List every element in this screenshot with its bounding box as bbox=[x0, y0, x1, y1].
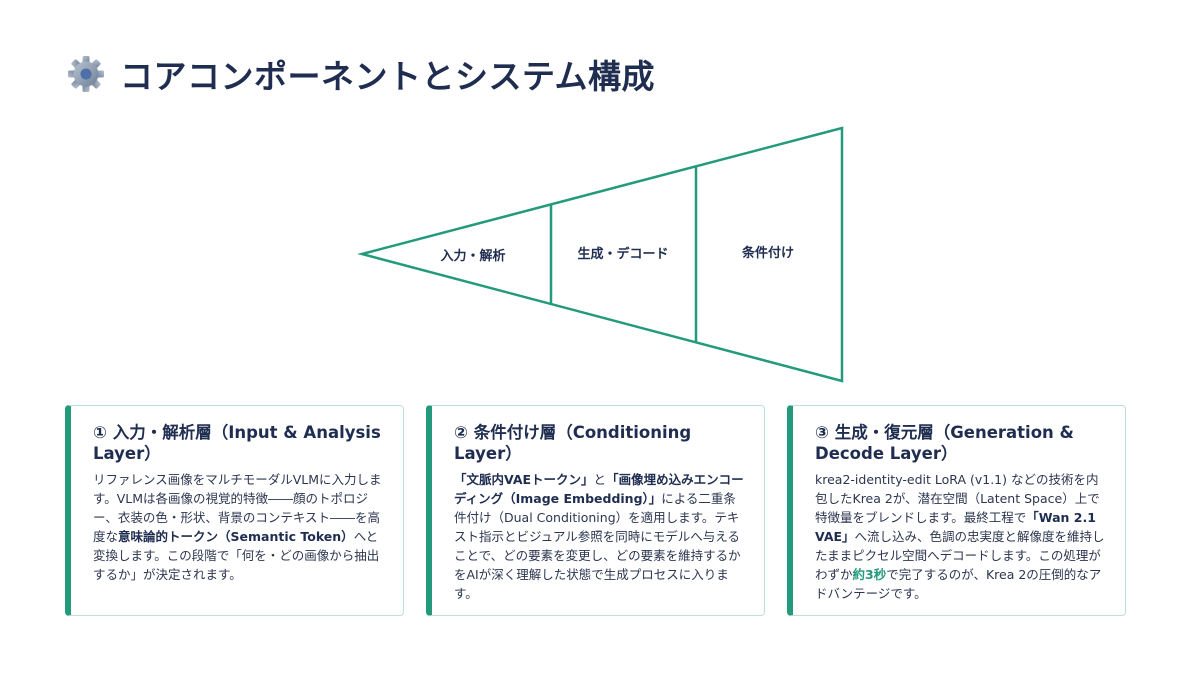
card-input-analysis: ① 入力・解析層（Input & Analysis Layer） リファレンス画… bbox=[65, 405, 404, 616]
funnel-segment-generation: 生成・デコード bbox=[577, 246, 668, 262]
card-body-text: リファレンス画像をマルチモーダルVLMに入力します。VLMは各画像の視覚的特徴―… bbox=[93, 472, 382, 544]
card-title: ② 条件付け層（Conditioning Layer） bbox=[454, 423, 692, 463]
card-body-emphasis: 「画像埋め込みエンコーディング（Image Embedding）」 bbox=[454, 472, 744, 506]
funnel-segment-conditioning: 条件付け bbox=[742, 245, 794, 261]
card-body-highlight: 約3秒 bbox=[852, 567, 887, 582]
card-body: 「文脈内VAEトークン」と「画像埋め込みエンコーディング（Image Embed… bbox=[454, 470, 746, 603]
gear-icon bbox=[68, 56, 104, 92]
card-body-emphasis: 「Wan 2.1 VAE」 bbox=[815, 510, 1096, 544]
card-body-text: へと変換します。この段階で「何を・どの画像から抽出するか」が決定されます。 bbox=[93, 529, 380, 582]
card-body-emphasis: 意味論的トークン（Semantic Token） bbox=[118, 529, 354, 544]
card-body: krea2-identity-edit LoRA (v1.1) などの技術を内包… bbox=[815, 470, 1107, 603]
card-body-text: krea2-identity-edit LoRA (v1.1) などの技術を内包… bbox=[815, 472, 1100, 525]
card-conditioning: ② 条件付け層（Conditioning Layer） 「文脈内VAEトークン」… bbox=[426, 405, 765, 616]
card-title: ① 入力・解析層（Input & Analysis Layer） bbox=[93, 423, 381, 463]
card-body-text: と bbox=[593, 472, 607, 487]
card-body-text: で完了するのが、Krea 2の圧倒的なアドバンテージです。 bbox=[815, 567, 1102, 601]
funnel-outline bbox=[357, 126, 844, 383]
card-body-text: へ流し込み、色調の忠実度と解像度を維持したままピクセル空間へデコードします。この… bbox=[815, 529, 1105, 582]
card-title: ③ 生成・復元層（Generation & Decode Layer） bbox=[815, 423, 1074, 463]
page-header: コアコンポーネントとシステム構成 bbox=[66, 50, 655, 98]
card-body-text: による二重条件付け（Dual Conditioning）を適用します。テキスト指… bbox=[454, 491, 741, 601]
card-generation-decode: ③ 生成・復元層（Generation & Decode Layer） krea… bbox=[787, 405, 1126, 616]
card-body: リファレンス画像をマルチモーダルVLMに入力します。VLMは各画像の視覚的特徴―… bbox=[93, 470, 385, 584]
page-title: コアコンポーネントとシステム構成 bbox=[120, 57, 656, 96]
funnel-segment-input: 入力・解析 bbox=[440, 248, 505, 264]
card-body-emphasis: 「文脈内VAEトークン」 bbox=[454, 472, 594, 487]
